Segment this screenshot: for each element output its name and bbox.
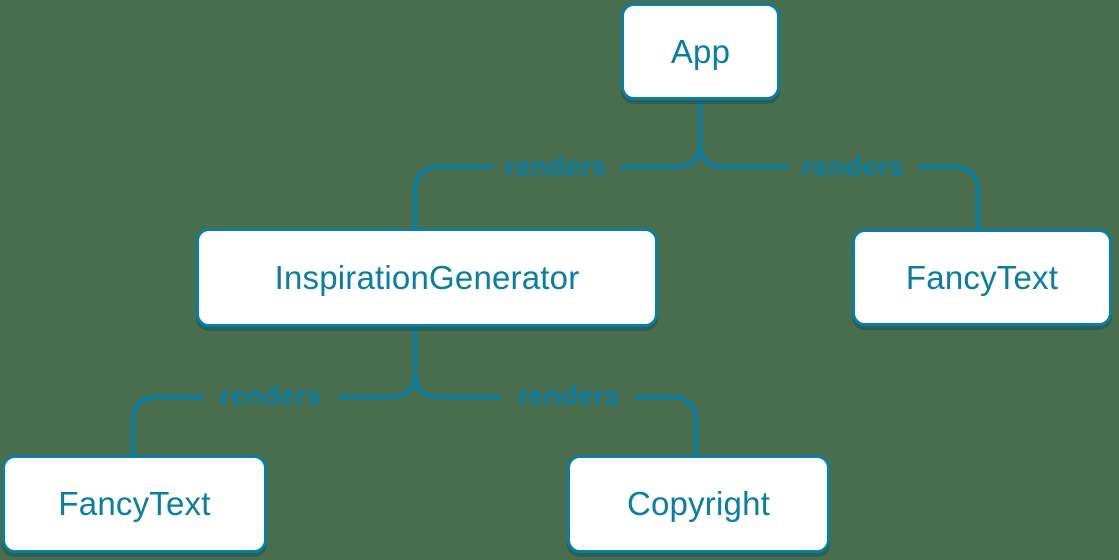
edge-app-inspiration-segment-b [413,165,494,230]
edge-label-renders-inspiration-copyright: renders [517,380,621,411]
edge-label-renders-app-inspiration: renders [504,151,608,182]
node-fancy-text-top-label: FancyText [905,258,1059,296]
edge-label-renders-inspiration-fancytext: renders [219,380,323,411]
node-fancy-text-bottom-label: FancyText [58,485,211,522]
node-app: App [621,3,780,100]
node-app-label: App [670,32,731,70]
node-fancy-text-top: FancyText [852,229,1112,326]
edge-app-fancytext-segment-a [698,98,789,169]
node-copyright: Copyright [567,455,830,553]
node-inspiration-generator-label: InspirationGenerator [274,258,580,296]
edge-inspiration-copyright-segment-a [413,325,502,399]
node-fancy-text-bottom: FancyText [2,455,267,553]
edge-inspiration-fancytext-segment-b [131,395,205,457]
node-inspiration-generator: InspirationGenerator [196,228,658,327]
edge-app-fancytext-segment-b [918,165,980,231]
edge-label-renders-app-fancytext: renders [801,151,905,182]
node-copyright-label: Copyright [626,485,771,522]
edge-inspiration-copyright-segment-b [635,395,698,457]
edge-app-inspiration-segment-a [620,98,702,169]
edge-inspiration-fancytext-segment-a [338,325,417,399]
